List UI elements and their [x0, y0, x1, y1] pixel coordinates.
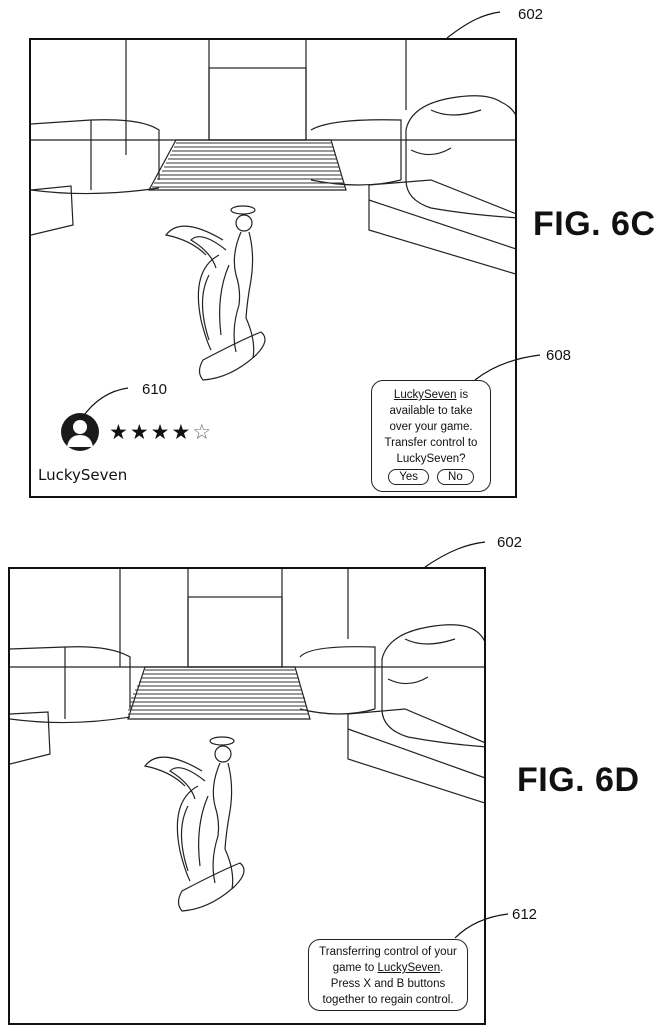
player-rating-stars: ★★★★☆ [109, 420, 213, 444]
notice-username-link[interactable]: LuckySeven [377, 962, 441, 974]
user-silhouette-icon [61, 413, 99, 451]
notice-line1: Transferring control of your [319, 946, 457, 958]
figure-label-6c: FIG. 6C [533, 205, 656, 243]
ref-610: 610 [142, 381, 168, 398]
ref-leader-608 [81, 354, 541, 419]
notice-line4: together to regain control. [322, 994, 454, 1006]
ref-602-c: 602 [518, 6, 544, 23]
prompt-line4: Transfer control to [384, 437, 478, 449]
ref-leader-602-d [424, 541, 486, 568]
no-button[interactable]: No [437, 469, 474, 485]
yes-button[interactable]: Yes [388, 469, 430, 485]
transfer-notice: Transferring control of your game to Luc… [308, 939, 468, 1011]
prompt-line5: LuckySeven? [396, 453, 466, 465]
ref-leader-612 [454, 913, 509, 939]
star-filled-icon: ★ [171, 420, 193, 444]
star-filled-icon: ★ [150, 420, 172, 444]
ref-602-d: 602 [497, 534, 523, 551]
ref-612: 612 [512, 906, 538, 923]
notice-line2-pre: game to [332, 962, 378, 974]
star-filled-icon: ★ [129, 420, 151, 444]
game-screen-c: ★★★★☆ LuckySeven LuckySeven is available… [29, 38, 517, 498]
prompt-line1-rest: is [456, 389, 469, 401]
ref-leader-602-c [446, 11, 501, 39]
prompt-line3: over your game. [389, 421, 473, 433]
notice-line2-post: . [440, 962, 444, 974]
ref-608: 608 [546, 347, 572, 364]
game-scene-d [10, 569, 484, 912]
prompt-username-link[interactable]: LuckySeven [393, 389, 457, 401]
star-filled-icon: ★ [109, 420, 130, 444]
player-username: LuckySeven [38, 466, 128, 484]
prompt-line2: available to take [389, 405, 473, 417]
notice-line3: Press X and B buttons [330, 978, 446, 990]
game-screen-d: Transferring control of your game to Luc… [8, 567, 486, 1025]
transfer-control-prompt: LuckySeven is available to take over you… [371, 380, 491, 492]
star-empty-icon: ☆ [192, 420, 214, 444]
figure-label-6d: FIG. 6D [517, 761, 640, 799]
game-scene-c [31, 40, 515, 381]
